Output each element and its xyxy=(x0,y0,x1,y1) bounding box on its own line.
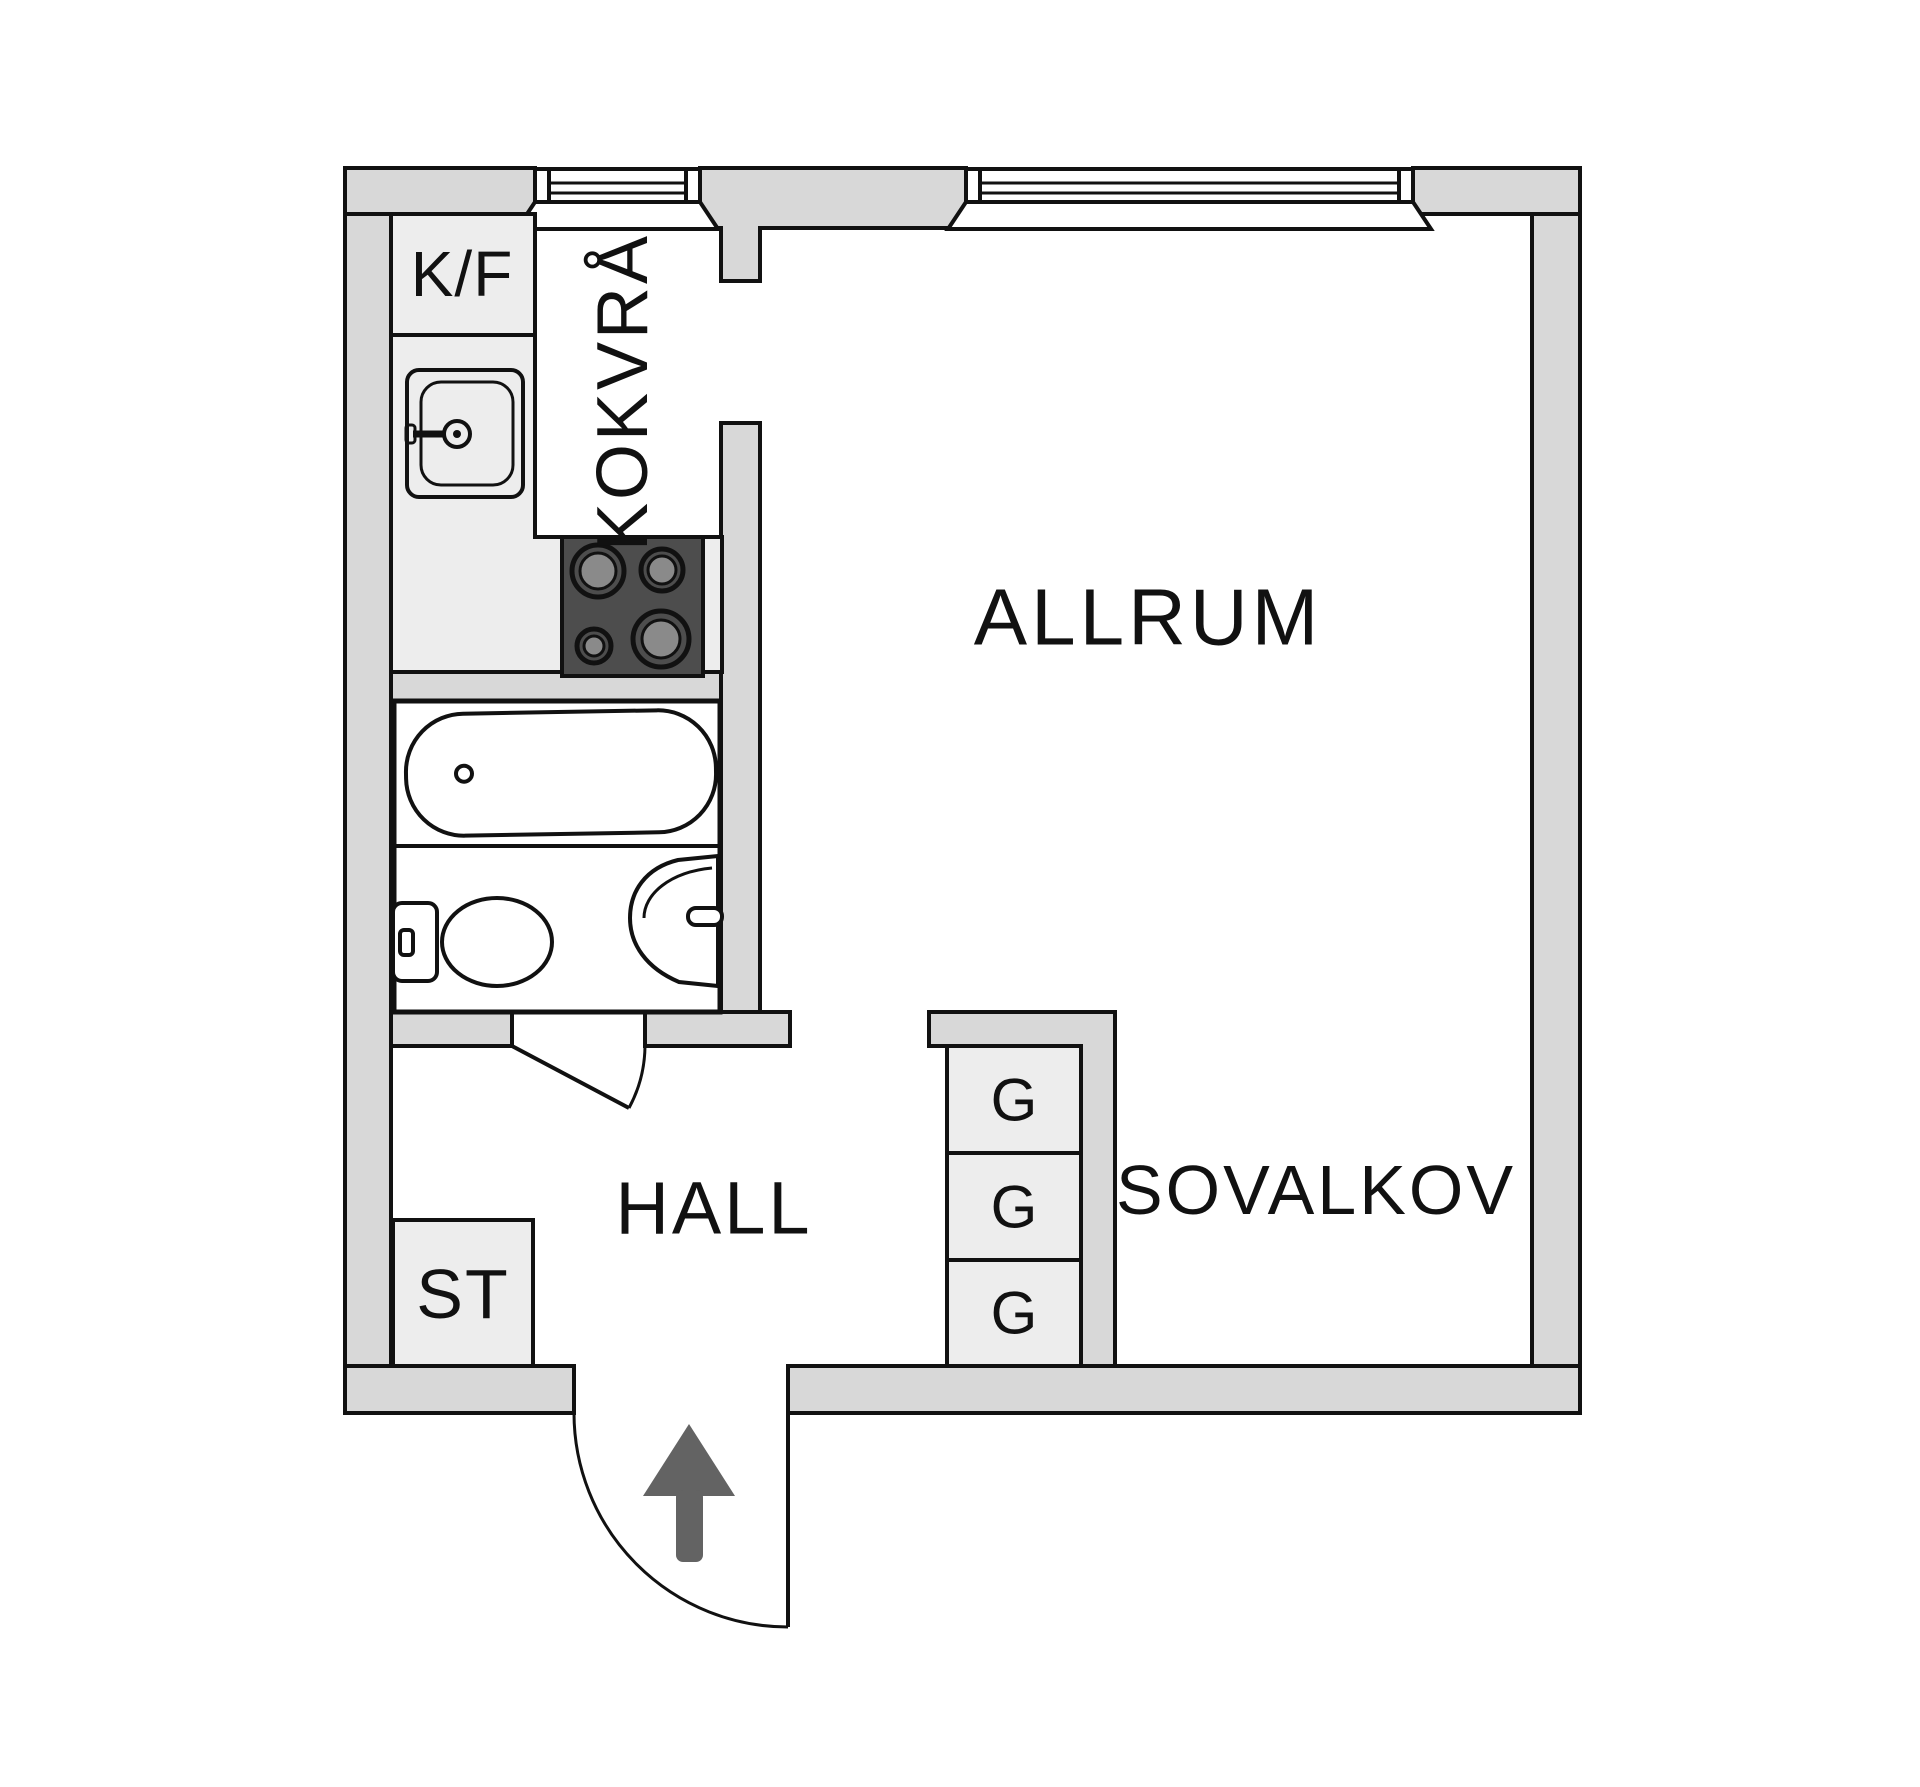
fridge-freezer-box xyxy=(389,212,537,337)
window-mullion-left xyxy=(533,167,551,204)
kitchen-living-partition-wall xyxy=(719,421,762,1016)
arrow-head xyxy=(643,1424,735,1496)
toilet-flush-button xyxy=(398,928,415,957)
label-sleeping-alcove: SOVALKOV xyxy=(1116,1151,1516,1229)
label-hall: HALL xyxy=(615,1167,812,1250)
wardrobe-label: G xyxy=(991,1174,1038,1241)
window-mullion-right xyxy=(1397,167,1415,204)
window-frame xyxy=(533,167,702,204)
window-living-room xyxy=(944,167,1435,231)
cleaning-closet-box xyxy=(391,1218,535,1368)
kitchenette-area xyxy=(389,212,724,678)
kitchen-living-partition-pier xyxy=(698,166,968,283)
toilet-bowl xyxy=(440,896,554,988)
toilet xyxy=(391,896,554,988)
arrow-shaft xyxy=(676,1490,703,1562)
window-frame xyxy=(964,167,1415,204)
wardrobe-label: G xyxy=(991,1067,1038,1134)
right-wall xyxy=(1530,166,1582,1415)
burner-center xyxy=(582,634,606,658)
bathroom-door xyxy=(511,1044,647,1110)
bathtub-body xyxy=(403,708,719,838)
kitchen-sink xyxy=(404,368,525,499)
window-sill xyxy=(513,200,722,231)
wall-layer xyxy=(343,166,1582,1415)
entry-door-swing-arc xyxy=(572,1412,789,1629)
burner-center xyxy=(578,551,618,591)
washbasin-tap xyxy=(686,906,724,927)
wardrobe-label: G xyxy=(991,1280,1038,1347)
faucet-dot xyxy=(453,430,461,438)
wardrobe-column xyxy=(945,1044,1083,1368)
label-cleaning-closet: ST xyxy=(416,1255,509,1333)
entry-direction-arrow-icon xyxy=(643,1424,735,1562)
burner-ring xyxy=(574,626,614,666)
burner-ring xyxy=(630,608,692,670)
washbasin-rim xyxy=(642,866,713,919)
bathroom-hall-wall-right-stub xyxy=(643,1010,792,1048)
closet-layer xyxy=(391,1044,1083,1368)
bottom-wall-left-segment xyxy=(343,1364,576,1415)
burner-center xyxy=(640,618,682,660)
window-sill xyxy=(944,200,1435,231)
label-layer: K/F KOKVRÅ ALLRUM HALL ST SOVALKOV G G G xyxy=(411,233,1516,1347)
label-kitchenette: KOKVRÅ xyxy=(583,233,663,551)
bathtub xyxy=(403,708,719,838)
bathroom-hall-wall-left-stub xyxy=(389,1010,514,1048)
window-mullion-right xyxy=(684,167,702,204)
burner-center xyxy=(646,554,678,586)
label-fridge-freezer: K/F xyxy=(411,238,514,310)
bathroom-door-swing-arc xyxy=(627,1045,647,1109)
bathroom-area xyxy=(391,698,724,1110)
left-wall xyxy=(343,166,393,1415)
window-kitchen xyxy=(513,167,722,231)
label-living-room: ALLRUM xyxy=(974,573,1323,662)
stove xyxy=(560,535,705,678)
bathtub-drain xyxy=(453,763,474,784)
top-wall-left-segment xyxy=(343,166,537,216)
bathroom-door-leaf xyxy=(511,1044,630,1110)
burner-ring xyxy=(638,546,686,594)
bottom-wall-right-segment xyxy=(786,1364,1582,1415)
window-mullion-left xyxy=(964,167,982,204)
burner-ring xyxy=(569,542,627,600)
top-wall-right-segment xyxy=(1411,166,1582,216)
entry-door xyxy=(572,1412,790,1629)
washbasin-body xyxy=(627,853,720,989)
washbasin xyxy=(627,853,724,989)
